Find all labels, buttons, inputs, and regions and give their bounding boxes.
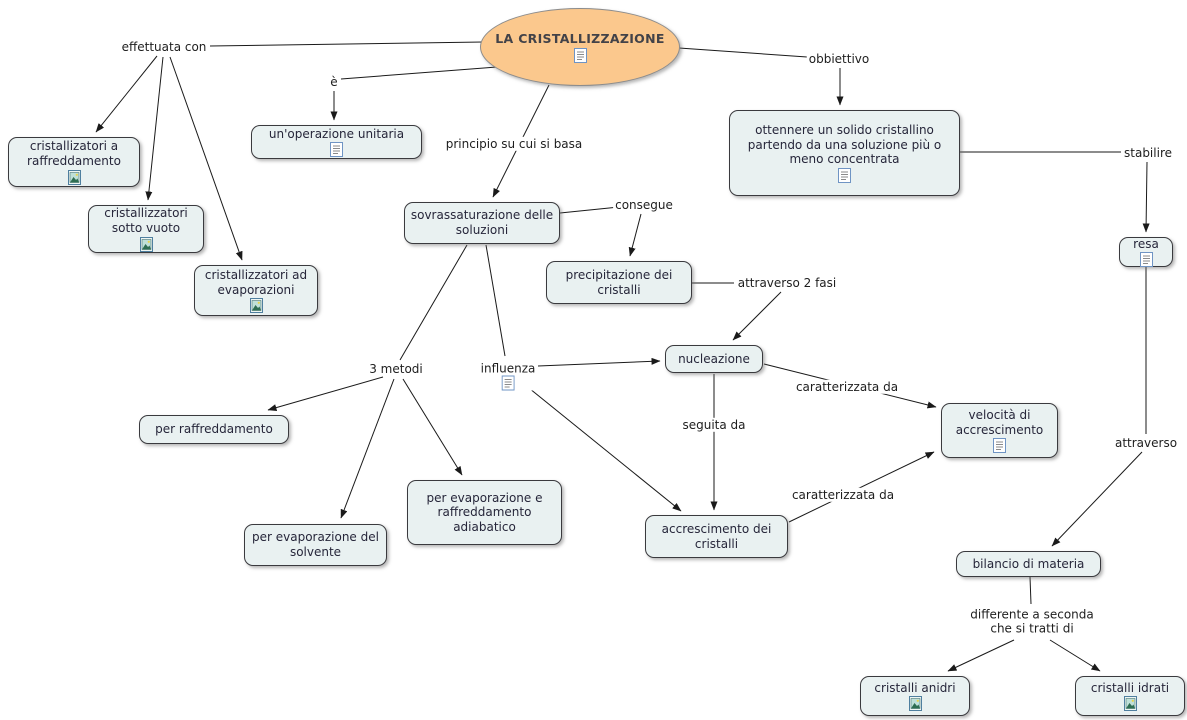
node-label: cristallizzatori ad evaporazioni bbox=[204, 267, 308, 297]
node-cristallizzatori-sotto-vuoto[interactable]: cristallizzatori sotto vuoto bbox=[88, 205, 204, 253]
link-label-caratterizzata-da-2[interactable]: caratterizzata da bbox=[789, 487, 897, 503]
node-precipitazione-dei-cristalli[interactable]: precipitazione dei cristalli bbox=[546, 261, 692, 304]
link-label-attraverso[interactable]: attraverso bbox=[1112, 435, 1180, 451]
node-label: velocità di accrescimento bbox=[955, 407, 1044, 437]
node-label: cristalli idrati bbox=[1090, 680, 1170, 695]
node-label: accrescimento dei cristalli bbox=[661, 521, 772, 551]
node-bilancio-di-materia[interactable]: bilancio di materia bbox=[956, 551, 1101, 577]
node-cristallizzatori-ad-evaporazioni[interactable]: cristallizzatori ad evaporazioni bbox=[194, 265, 318, 316]
node-operazione-unitaria[interactable]: un'operazione unitaria bbox=[251, 125, 422, 159]
document-icon[interactable] bbox=[330, 142, 343, 157]
node-cristalli-idrati[interactable]: cristalli idrati bbox=[1075, 676, 1185, 716]
link-label-e[interactable]: è bbox=[328, 74, 340, 90]
link-label-3-metodi[interactable]: 3 metodi bbox=[367, 361, 425, 377]
node-label: resa bbox=[1133, 236, 1159, 251]
document-icon[interactable] bbox=[574, 48, 587, 63]
node-sovrassaturazione-delle-soluzioni[interactable]: sovrassaturazione delle soluzioni bbox=[404, 202, 560, 244]
node-per-raffreddamento[interactable]: per raffreddamento bbox=[139, 415, 289, 444]
node-label: cristalli anidri bbox=[874, 680, 956, 695]
image-icon[interactable] bbox=[68, 170, 81, 185]
node-label: bilancio di materia bbox=[972, 556, 1085, 571]
node-nucleazione[interactable]: nucleazione bbox=[665, 345, 763, 373]
node-velocita-di-accrescimento[interactable]: velocità di accrescimento bbox=[941, 403, 1058, 458]
link-label-attraverso-2-fasi[interactable]: attraverso 2 fasi bbox=[735, 275, 839, 291]
link-label-obbiettivo[interactable]: obbiettivo bbox=[806, 51, 872, 67]
node-cristallizatori-a-raffreddamento[interactable]: cristallizatori a raffreddamento bbox=[8, 137, 140, 187]
link-label-caratterizzata-da-1[interactable]: caratterizzata da bbox=[793, 379, 901, 395]
node-la-cristallizzazione[interactable]: LA CRISTALLIZZAZIONE bbox=[480, 8, 680, 86]
node-label: LA CRISTALLIZZAZIONE bbox=[495, 31, 665, 47]
node-label: cristallizzatori sotto vuoto bbox=[104, 206, 188, 235]
node-label: per raffreddamento bbox=[155, 422, 273, 437]
image-icon[interactable] bbox=[909, 696, 922, 711]
document-icon[interactable] bbox=[1140, 252, 1153, 267]
link-label-influenza[interactable]: influenza bbox=[478, 361, 538, 391]
node-label: cristallizatori a raffreddamento bbox=[27, 139, 121, 168]
node-accrescimento-dei-cristalli[interactable]: accrescimento dei cristalli bbox=[645, 515, 788, 558]
node-label: un'operazione unitaria bbox=[268, 126, 405, 141]
node-per-evaporazione-raffreddamento-adiabatico[interactable]: per evaporazione e raffreddamento adiaba… bbox=[407, 480, 562, 545]
node-resa[interactable]: resa bbox=[1119, 237, 1173, 267]
link-label-principio[interactable]: principio su cui si basa bbox=[443, 136, 585, 152]
node-label: precipitazione dei cristalli bbox=[565, 267, 673, 297]
node-ottenere-solido-cristallino[interactable]: ottennere un solido cristallino partendo… bbox=[729, 110, 960, 196]
link-label-effettuata-con[interactable]: effettuata con bbox=[119, 39, 209, 55]
node-label: per evaporazione e raffreddamento adiaba… bbox=[426, 490, 543, 534]
document-icon[interactable] bbox=[993, 438, 1006, 453]
link-label-differente-a-seconda[interactable]: differente a seconda che si tratti di bbox=[957, 607, 1107, 637]
link-label-seguita-da[interactable]: seguita da bbox=[680, 417, 748, 433]
link-label-stabilire[interactable]: stabilire bbox=[1122, 145, 1174, 161]
node-per-evaporazione-del-solvente[interactable]: per evaporazione del solvente bbox=[244, 524, 387, 566]
node-label: per evaporazione del solvente bbox=[252, 530, 379, 559]
link-label-consegue[interactable]: consegue bbox=[613, 197, 675, 213]
document-icon[interactable] bbox=[838, 168, 851, 183]
node-label: sovrassaturazione delle soluzioni bbox=[410, 208, 554, 237]
image-icon[interactable] bbox=[1124, 696, 1137, 711]
node-label: nucleazione bbox=[678, 351, 750, 366]
node-label: ottennere un solido cristallino partendo… bbox=[747, 123, 942, 167]
node-cristalli-anidri[interactable]: cristalli anidri bbox=[860, 676, 970, 716]
image-icon[interactable] bbox=[250, 298, 263, 313]
document-icon[interactable] bbox=[502, 376, 515, 391]
image-icon[interactable] bbox=[140, 237, 153, 252]
